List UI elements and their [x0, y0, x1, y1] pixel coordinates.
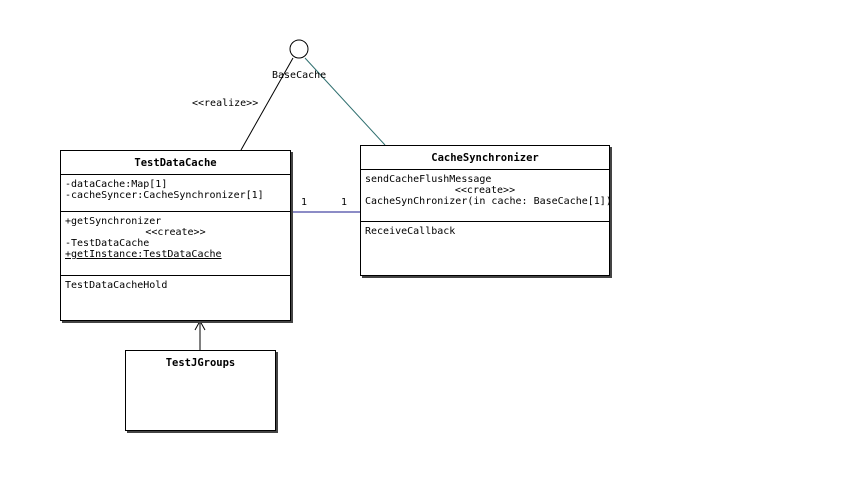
interface-lollipop-icon[interactable] [289, 39, 309, 59]
realize-stereotype: <<realize>> [192, 98, 259, 109]
operations-section: sendCacheFlushMessage <<create>> CacheSy… [361, 170, 612, 222]
operation-item: -TestDataCache [65, 238, 150, 249]
interface-name: BaseCache [272, 70, 327, 81]
attribute-item: -dataCache:Map[1] [65, 179, 168, 190]
operations-section: +getSynchronizer <<create>> -TestDataCac… [61, 212, 290, 276]
class-name: TestDataCache [61, 151, 290, 175]
inner-class-item: TestDataCacheHold [65, 280, 168, 291]
class-test-jgroups[interactable]: TestJGroups [125, 350, 276, 431]
association-right-multiplicity: 1 [341, 197, 348, 208]
create-stereotype: <<create>> [145, 227, 206, 238]
inner-class-section: ReceiveCallback [361, 222, 609, 241]
usage-line [304, 57, 386, 146]
create-stereotype: <<create>> [454, 185, 516, 196]
operation-item: sendCacheFlushMessage [365, 174, 492, 185]
operation-item: CacheSynChronizer(in cache: BaseCache[1]… [365, 196, 612, 207]
inner-class-section: TestDataCacheHold [61, 276, 290, 295]
attribute-item: -cacheSyncer:CacheSynchronizer[1] [65, 190, 264, 201]
inner-class-item: ReceiveCallback [365, 226, 456, 237]
association-left-multiplicity: 1 [301, 197, 308, 208]
class-name: CacheSynchronizer [361, 146, 609, 170]
class-name: TestJGroups [165, 357, 236, 369]
operation-item: +getSynchronizer [65, 216, 162, 227]
operation-item-static: +getInstance:TestDataCache [65, 249, 222, 260]
class-test-data-cache[interactable]: TestDataCache -dataCache:Map[1] -cacheSy… [60, 150, 291, 321]
realize-line [240, 57, 294, 151]
dependency-arrowhead-icon [194, 319, 206, 331]
attributes-section: -dataCache:Map[1] -cacheSyncer:CacheSync… [61, 175, 290, 212]
class-cache-synchronizer[interactable]: CacheSynchronizer sendCacheFlushMessage … [360, 145, 612, 276]
